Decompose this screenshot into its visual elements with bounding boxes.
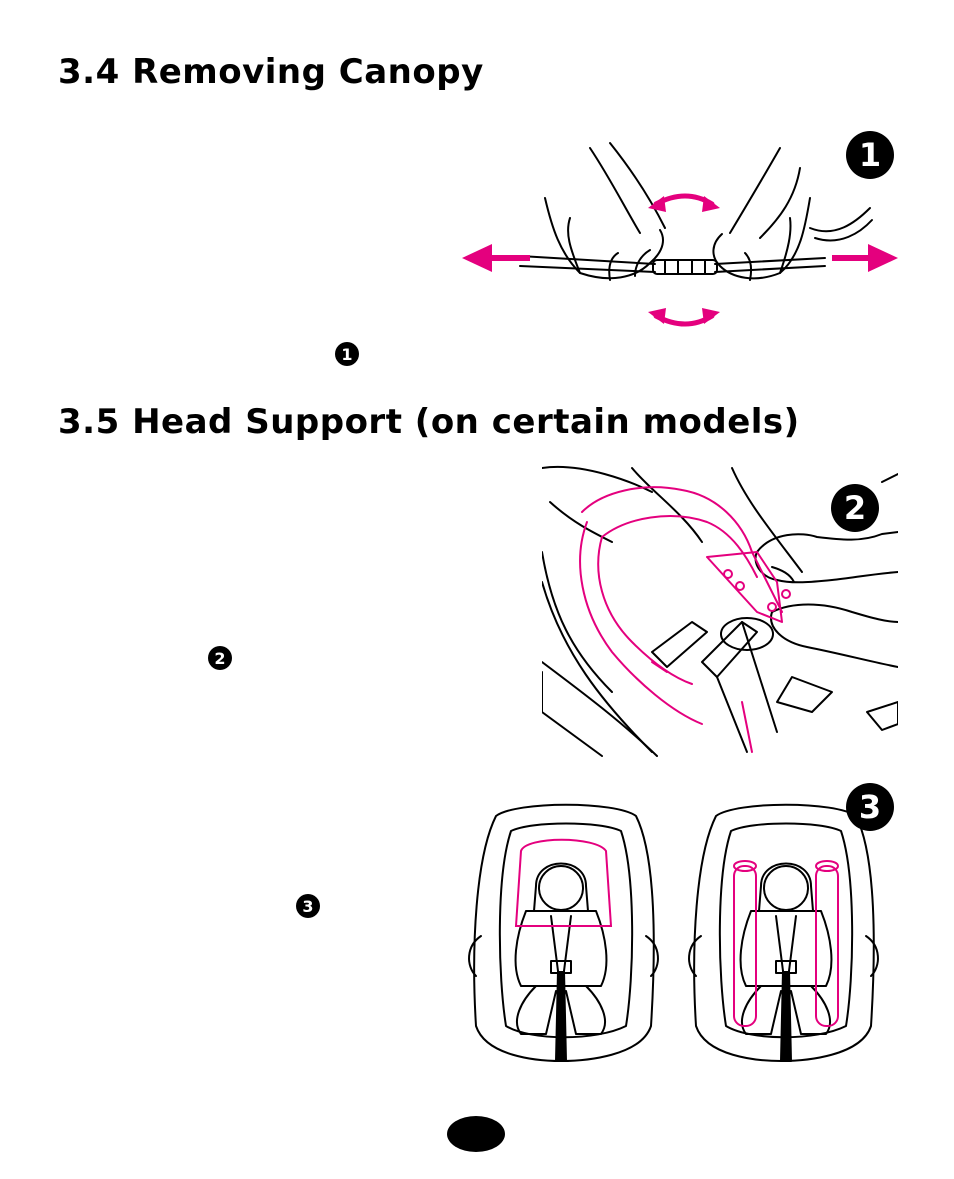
inline-figure-reference-2: 2 — [208, 646, 232, 670]
page-number-badge — [447, 1116, 505, 1152]
figure-number-2: 2 — [831, 484, 879, 532]
figure-number-1: 1 — [846, 131, 894, 179]
figure-remove-canopy — [462, 142, 898, 327]
figure-infants-with-head-support — [468, 803, 879, 1062]
section-title-removing-canopy: 3.4 Removing Canopy — [58, 52, 484, 92]
figure-attach-head-support — [542, 465, 898, 757]
figure-number-3: 3 — [846, 783, 894, 831]
inline-figure-reference-1: 1 — [335, 342, 359, 366]
inline-figure-reference-3: 3 — [296, 894, 320, 918]
section-title-head-support: 3.5 Head Support (on certain models) — [58, 402, 800, 442]
